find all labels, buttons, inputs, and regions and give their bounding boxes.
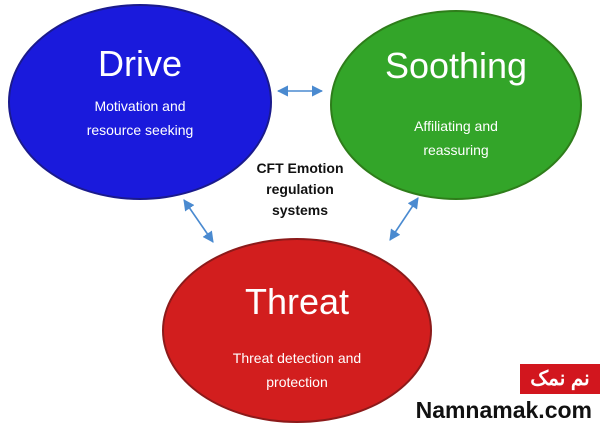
threat-description: Threat detection and protection	[164, 346, 430, 394]
arrow-drive-threat	[183, 199, 214, 243]
drive-description-line: resource seeking	[86, 122, 194, 138]
threat-title: Threat	[244, 281, 350, 322]
center-label-line: regulation	[266, 181, 334, 197]
threat-node: Threat Threat detection and protection	[162, 238, 432, 423]
soothing-description-line: reassuring	[423, 142, 489, 158]
threat-description-line: Threat detection and	[232, 350, 362, 366]
drive-title: Drive	[97, 43, 182, 84]
site-watermark: Namnamak.com	[415, 397, 592, 423]
soothing-title: Soothing	[384, 45, 528, 86]
center-label-line: systems	[271, 202, 329, 218]
center-label: CFT Emotion regulation systems	[230, 158, 370, 221]
soothing-description-line: Affiliating and	[414, 118, 498, 134]
drive-node: Drive Motivation and resource seeking	[8, 4, 272, 200]
drive-description-line: Motivation and	[94, 98, 186, 114]
threat-description-line: protection	[266, 374, 328, 390]
soothing-description: Affiliating and reassuring	[332, 114, 580, 162]
center-label-line: CFT Emotion	[256, 160, 344, 176]
arrow-soothing-threat	[389, 197, 419, 241]
soothing-node: Soothing Affiliating and reassuring	[330, 10, 582, 200]
drive-description: Motivation and resource seeking	[10, 94, 270, 142]
brand-logo: نم نمک	[520, 364, 600, 394]
